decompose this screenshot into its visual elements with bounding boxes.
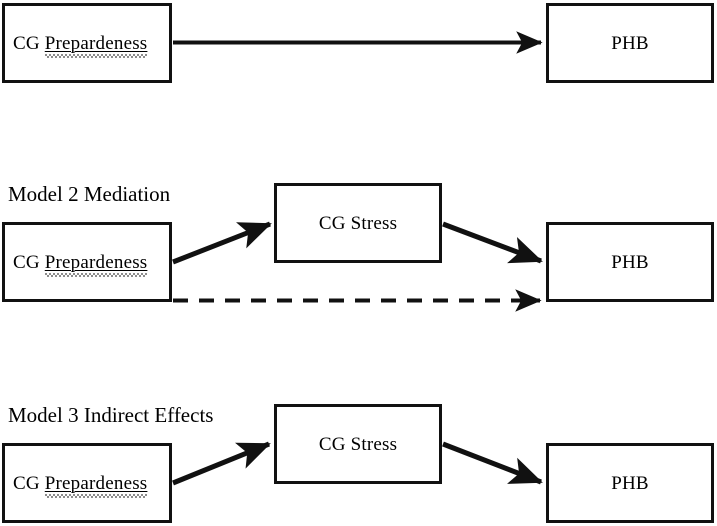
predictor-text-plain: CG xyxy=(13,472,45,494)
model2-predictor-label: CG Prepardeness xyxy=(5,251,148,277)
model3-title: Model 3 Indirect Effects xyxy=(8,403,214,427)
model1-predictor-box: CG Prepardeness xyxy=(2,3,172,83)
predictor-text-plain: CG xyxy=(13,32,45,54)
model2-title: Model 2 Mediation xyxy=(8,182,171,206)
model1-outcome-box: PHB xyxy=(546,3,714,83)
model3-outcome-label: PHB xyxy=(611,472,649,494)
predictor-text-misspelled: Prepardeness xyxy=(44,251,148,277)
path-model2-a xyxy=(172,221,272,265)
model2-mediator-label: CG Stress xyxy=(318,212,398,234)
model3-outcome-box: PHB xyxy=(546,443,714,523)
model2-outcome-box: PHB xyxy=(546,222,714,302)
path-model3-b xyxy=(442,441,543,485)
predictor-text-plain: CG xyxy=(13,251,45,273)
predictor-text-misspelled: Prepardeness xyxy=(44,32,148,58)
path-model3-a xyxy=(172,441,271,486)
model1-outcome-label: PHB xyxy=(611,32,649,54)
model2-predictor-box: CG Prepardeness xyxy=(2,222,172,302)
path-model2-b xyxy=(442,221,543,264)
model3-predictor-box: CG Prepardeness xyxy=(2,443,172,523)
model2-mediator-box: CG Stress xyxy=(274,183,442,263)
model1-predictor-label: CG Prepardeness xyxy=(5,32,148,58)
predictor-text-misspelled: Prepardeness xyxy=(44,472,148,498)
model3-predictor-label: CG Prepardeness xyxy=(5,472,148,498)
model2-outcome-label: PHB xyxy=(611,251,649,273)
model3-mediator-box: CG Stress xyxy=(274,404,442,484)
model3-mediator-label: CG Stress xyxy=(318,433,398,455)
